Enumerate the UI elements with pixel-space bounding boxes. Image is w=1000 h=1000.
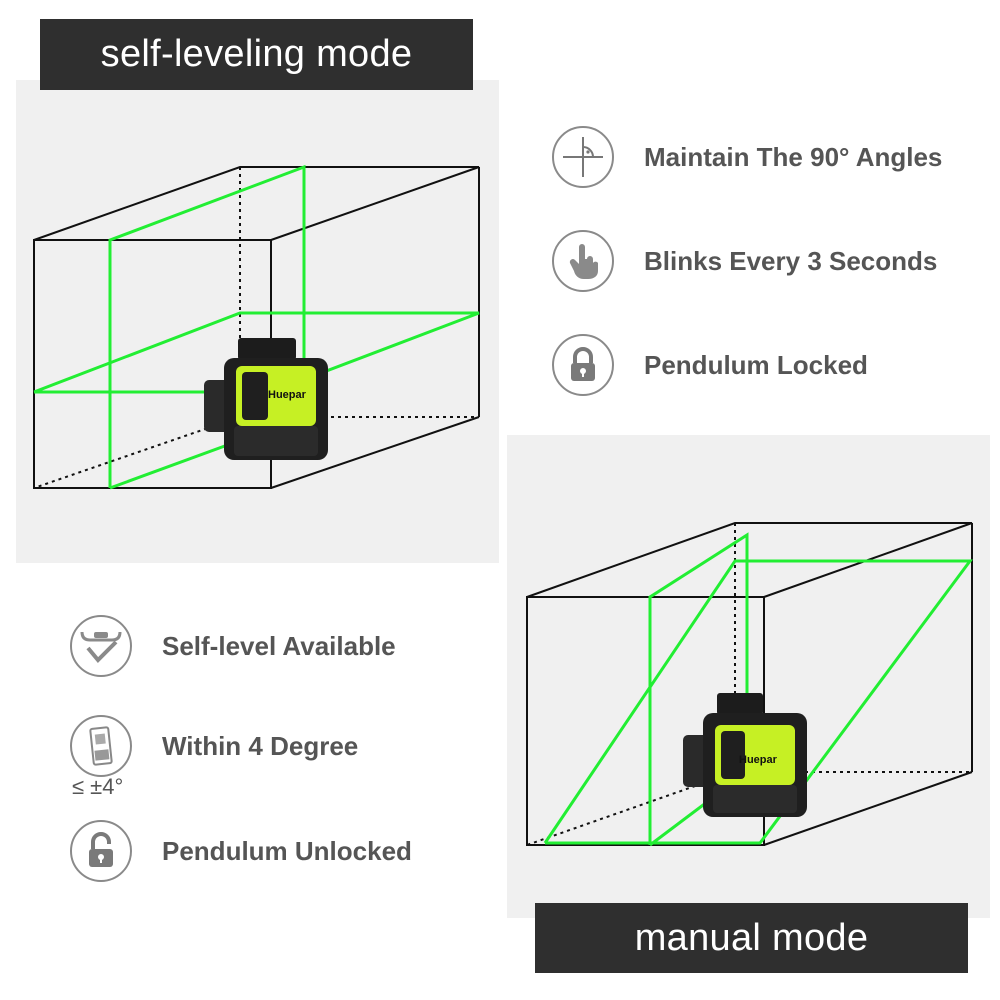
self-leveling-panel — [16, 80, 499, 563]
laser-level-device: Huepar — [204, 338, 328, 460]
feature-label: Pendulum Unlocked — [162, 835, 412, 866]
feature-pendulum-locked: Pendulum Locked — [552, 334, 868, 396]
manual-mode-title: manual mode — [535, 903, 968, 973]
brand-logo-top: Huepar — [268, 389, 307, 401]
feature-label: Blinks Every 3 Seconds — [644, 245, 938, 276]
feature-self-level: Self-level Available — [70, 615, 396, 677]
feature-label: Maintain The 90° Angles — [644, 141, 943, 172]
hand-press-icon — [552, 230, 614, 292]
manual-illustration: Huepar — [526, 522, 973, 847]
level-check-icon — [70, 615, 132, 677]
angle-crosshair-icon — [552, 126, 614, 188]
padlock-unlocked-icon — [70, 820, 132, 882]
feature-label: Within 4 Degree — [162, 730, 359, 761]
feature-90-angles: Maintain The 90° Angles — [552, 126, 942, 188]
feature-within-4-degree: Within 4 Degree — [70, 715, 358, 777]
padlock-locked-icon — [552, 334, 614, 396]
feature-blinks: Blinks Every 3 Seconds — [552, 230, 937, 292]
feature-pendulum-unlocked: Pendulum Unlocked — [70, 820, 412, 882]
self-leveling-illustration: Huepar — [33, 164, 480, 490]
feature-label: Self-level Available — [162, 630, 396, 661]
self-leveling-mode-title: self-leveling mode — [40, 19, 473, 90]
feature-label: Pendulum Locked — [644, 349, 868, 380]
box-top-face — [33, 166, 480, 241]
brand-logo-bottom: Huepar — [739, 754, 778, 766]
laser-level-device: Huepar — [683, 693, 807, 817]
tilted-device-icon — [70, 715, 132, 777]
tilt-range-label: ≤ ±4° — [72, 774, 124, 799]
